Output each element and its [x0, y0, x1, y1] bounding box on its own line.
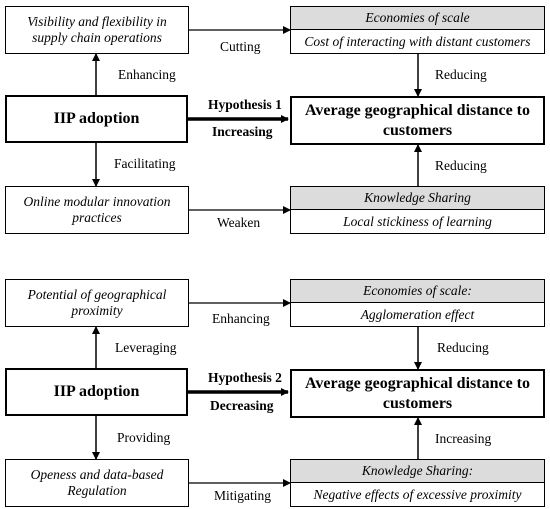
- potential-proximity-text: Potential of geographical proximity: [27, 287, 167, 318]
- economies-of-scale-body-2: Agglomeration effect: [291, 303, 544, 326]
- distance-box-1: Average geographical distance to custome…: [290, 96, 545, 145]
- iip-adoption-box-2: IIP adoption: [5, 368, 188, 416]
- label-providing: Providing: [117, 430, 171, 445]
- knowledge-sharing-header-1: Knowledge Sharing: [291, 187, 544, 210]
- label-increasing-direction: Increasing: [212, 124, 273, 139]
- economies-of-scale-body-1: Cost of interacting with distant custome…: [291, 30, 544, 53]
- knowledge-sharing-body-2: Negative effects of excessive proximity: [291, 483, 544, 506]
- iip-adoption-text-2: IIP adoption: [53, 383, 140, 400]
- knowledge-sharing-body-1: Local stickiness of learning: [291, 210, 544, 233]
- openess-regulation-box: Openess and data-based Regulation: [5, 459, 189, 507]
- knowledge-sharing-box-2: Knowledge Sharing: Negative effects of e…: [290, 459, 545, 507]
- economies-of-scale-header-text-1: Economies of scale: [365, 10, 470, 25]
- economies-of-scale-body-text-2: Agglomeration effect: [360, 306, 475, 322]
- openess-regulation-text: Openess and data-based Regulation: [30, 467, 164, 498]
- label-decreasing-direction: Decreasing: [210, 398, 274, 413]
- label-mitigating: Mitigating: [214, 488, 271, 503]
- distance-text-1: Average geographical distance to custome…: [305, 101, 530, 139]
- knowledge-sharing-header-text-1: Knowledge Sharing: [364, 190, 471, 205]
- distance-box-2: Average geographical distance to custome…: [290, 369, 545, 418]
- iip-adoption-box-1: IIP adoption: [5, 95, 188, 143]
- label-enhancing-2: Enhancing: [212, 311, 270, 326]
- economies-of-scale-body-text-1: Cost of interacting with distant custome…: [304, 33, 531, 49]
- knowledge-sharing-body-text-1: Local stickiness of learning: [343, 213, 492, 229]
- label-reducing-lower: Reducing: [435, 158, 487, 173]
- visibility-flexibility-box: Visibility and flexibility in supply cha…: [5, 6, 189, 54]
- economies-of-scale-header-text-2: Economies of scale:: [363, 283, 472, 298]
- potential-proximity-box: Potential of geographical proximity: [5, 279, 189, 327]
- economies-of-scale-header-2: Economies of scale:: [291, 280, 544, 303]
- economies-of-scale-box-2: Economies of scale: Agglomeration effect: [290, 279, 545, 327]
- label-increasing-2: Increasing: [435, 431, 492, 446]
- distance-text-2: Average geographical distance to custome…: [305, 374, 530, 412]
- online-modular-text: Online modular innovation practices: [23, 194, 171, 225]
- label-reducing-upper: Reducing: [435, 67, 487, 82]
- economies-of-scale-box-1: Economies of scale Cost of interacting w…: [290, 6, 545, 54]
- online-modular-box: Online modular innovation practices: [5, 186, 189, 234]
- knowledge-sharing-box-1: Knowledge Sharing Local stickiness of le…: [290, 186, 545, 234]
- label-leveraging: Leveraging: [115, 340, 177, 355]
- label-enhancing-1: Enhancing: [118, 67, 176, 82]
- economies-of-scale-header-1: Economies of scale: [291, 7, 544, 30]
- label-weaken: Weaken: [217, 215, 261, 230]
- label-facilitating: Facilitating: [114, 156, 176, 171]
- label-hypothesis-1: Hypothesis 1: [208, 97, 282, 112]
- label-hypothesis-2: Hypothesis 2: [208, 370, 282, 385]
- label-cutting: Cutting: [220, 39, 261, 54]
- iip-adoption-text-1: IIP adoption: [53, 110, 140, 127]
- knowledge-sharing-body-text-2: Negative effects of excessive proximity: [313, 486, 522, 502]
- knowledge-sharing-header-2: Knowledge Sharing:: [291, 460, 544, 483]
- visibility-flexibility-text: Visibility and flexibility in supply cha…: [27, 14, 167, 45]
- knowledge-sharing-header-text-2: Knowledge Sharing:: [361, 463, 474, 478]
- label-reducing-2: Reducing: [437, 340, 489, 355]
